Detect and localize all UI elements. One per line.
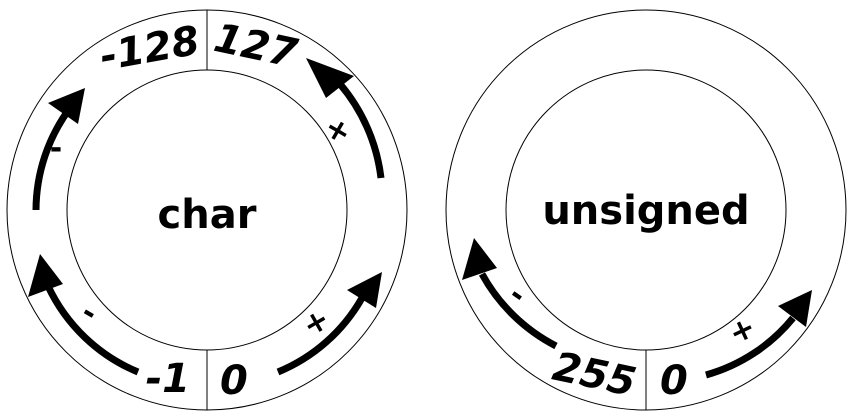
char-max-value-label: 127 [210,15,301,77]
unsigned-right-sign: + [724,309,762,351]
unsigned-zero-label: 0 [660,358,688,404]
unsigned-right-arrow [705,315,796,379]
unsigned-max-value-label: 255 [549,344,640,406]
char-lower-left-sign: - [75,295,103,332]
unsigned-left-arrowhead [462,238,497,280]
char-upper-right-sign: + [318,109,357,152]
char-wheel: char -128 127 -1 0 - + - + [6,9,408,411]
char-upper-right-arrowhead [306,58,354,98]
char-zero-label: 0 [220,358,248,404]
char-lower-left-arrow [44,284,140,376]
char-upper-left-sign: - [50,131,62,166]
char-minus-one-label: -1 [146,356,190,402]
char-upper-right-arrow [337,81,385,179]
char-lower-right-arrow [276,296,366,376]
char-upper-left-arrowhead [48,88,85,124]
unsigned-left-sign: - [502,277,532,313]
unsigned-right-arrowhead [778,290,812,327]
unsigned-wheel: unsigned 255 0 - + [445,9,847,411]
unsigned-title: unsigned [542,188,749,234]
char-lower-left-arrowhead [28,254,63,297]
char-title: char [158,192,257,238]
unsigned-left-arrow [478,272,558,350]
char-lower-right-arrowhead [347,272,382,308]
char-upper-left-arrow [32,105,73,211]
